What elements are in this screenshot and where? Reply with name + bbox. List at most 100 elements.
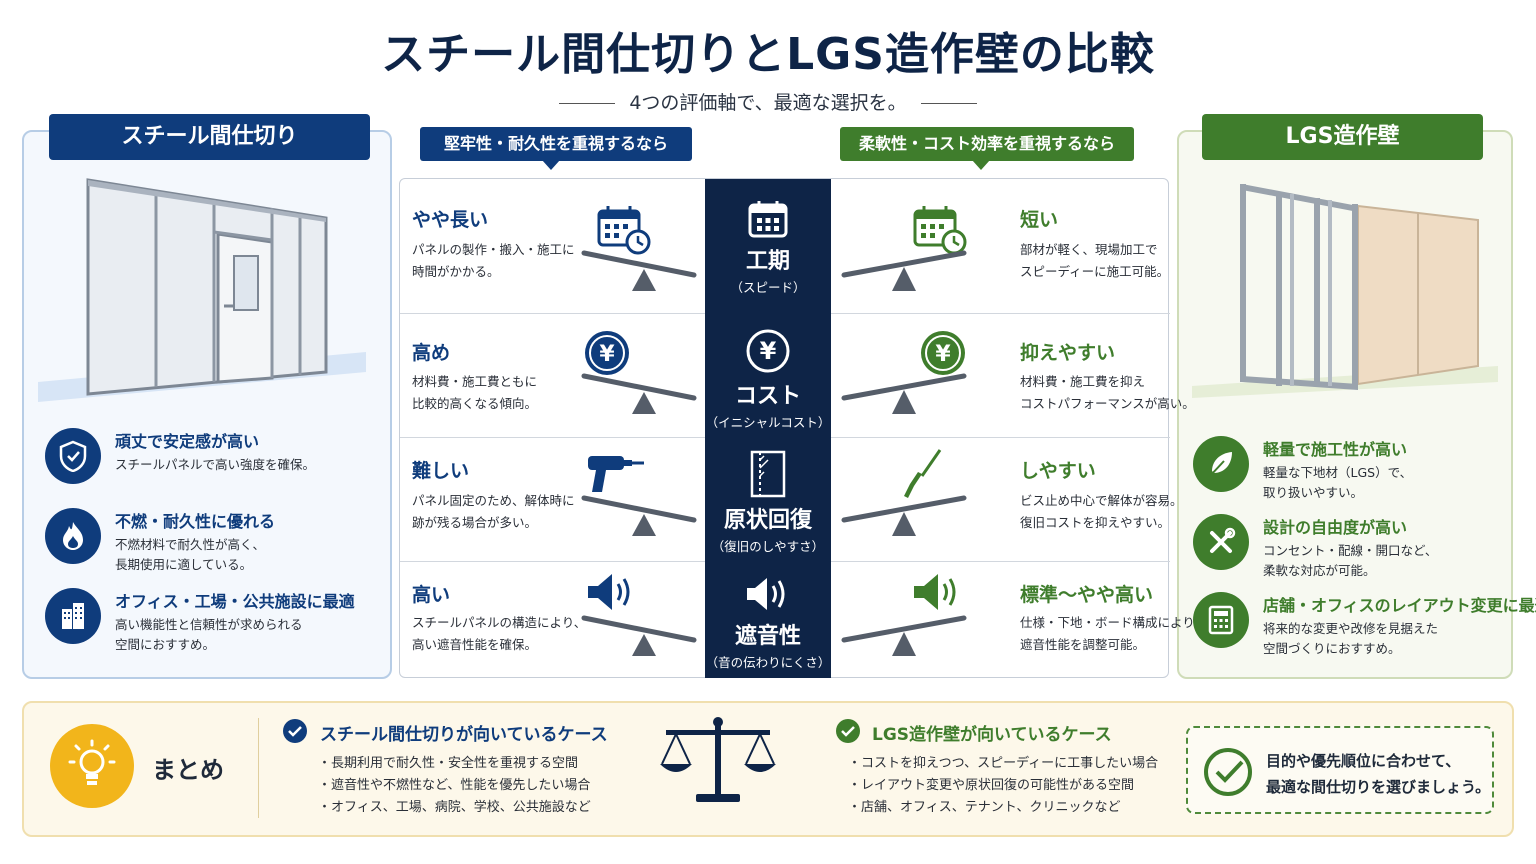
steel-rating: 難しい <box>412 460 470 482</box>
criterion-restoration: 原状回復 （復旧のしやすさ） <box>705 438 831 562</box>
seesaw-icon <box>581 250 697 291</box>
steel-case-item: ・長期利用で耐久性・安全性を重視する空間 <box>318 756 579 771</box>
lgs-rating: 短い <box>1020 209 1059 231</box>
summary-divider <box>258 718 259 818</box>
steel-feature-title: オフィス・工場・公共施設に最適 <box>115 592 355 611</box>
steel-rating: 高い <box>412 584 451 606</box>
criterion-name: 工期 <box>745 249 790 274</box>
lgs-case-item: ・店舗、オフィス、テナント、クリニックなど <box>848 800 1121 815</box>
lgs-case-item: ・コストを抑えつつ、スピーディーに工事したい場合 <box>848 756 1159 771</box>
lgs-feature-desc: コンセント・配線・開口など、 <box>1263 543 1438 558</box>
steel-feature-1: 頑丈で安定感が高い スチールパネルで高い強度を確保。 <box>45 428 375 498</box>
calculator-icon <box>1193 592 1249 648</box>
drill-icon <box>588 456 644 492</box>
summary-label: まとめ <box>152 756 224 784</box>
criterion-sub: （音の伝わりにくさ） <box>705 655 831 670</box>
final-advice-line: 最適な間仕切りを選びましょう。 <box>1266 778 1491 796</box>
steel-rating-desc: パネルの製作・搬入・施工に <box>412 242 575 257</box>
lgs-priority-tag: 柔軟性・コスト効率を重視するなら <box>840 127 1134 170</box>
criterion-sub: （復旧のしやすさ） <box>711 539 825 554</box>
door-icon <box>750 450 786 498</box>
page-subtitle: 4つの評価軸で、最適な選択を。 <box>0 88 1536 115</box>
comparison-row-cost: ¥ コスト （イニシャルコスト） 高め 材料費・施工費ともに 比較的高くなる傾向… <box>400 314 1195 438</box>
criterion-cost: ¥ コスト （イニシャルコスト） <box>705 314 831 438</box>
criterion-name: 遮音性 <box>734 624 801 649</box>
steel-feature-desc: 空間におすすめ。 <box>115 637 216 652</box>
lgs-case-item: ・レイアウト変更や原状回復の可能性がある空間 <box>848 778 1135 793</box>
criterion-name: 原状回復 <box>723 508 812 533</box>
steel-feature-2: 不燃・耐久性に優れる 不燃材料で耐久性が高く、 長期使用に適している。 <box>45 508 375 578</box>
lgs-panel-heading: LGS造作壁 <box>1202 114 1483 160</box>
steel-feature-desc: 不燃材料で耐久性が高く、 <box>115 537 266 552</box>
lgs-feature-desc: 空間づくりにおすすめ。 <box>1263 641 1401 656</box>
steel-rating-desc: 比較的高くなる傾向。 <box>412 396 538 411</box>
calendar-icon <box>748 201 788 238</box>
lgs-rating-desc: ビス止め中心で解体が容易。 <box>1020 493 1183 508</box>
steel-feature-title: 頑丈で安定感が高い <box>115 432 260 451</box>
lgs-case-title: LGS造作壁が向いているケース <box>872 725 1112 745</box>
seesaw-icon <box>581 615 697 656</box>
speaker-icon <box>747 578 785 610</box>
lgs-rating: 標準〜やや高い <box>1020 584 1154 606</box>
yen-coin-icon: ¥ <box>585 331 629 375</box>
lgs-feature-title: 軽量で施工性が高い <box>1263 440 1408 459</box>
steel-case-title: スチール間仕切りが向いているケース <box>320 725 608 745</box>
criterion-name: コスト <box>734 384 801 409</box>
speaker-icon <box>588 574 630 610</box>
subtitle-rule-right <box>920 103 977 104</box>
lgs-feature-title: 設計の自由度が高い <box>1263 518 1408 537</box>
seesaw-icon <box>841 615 967 656</box>
check-circle-icon <box>836 719 860 743</box>
steel-rating-desc: 材料費・施工費ともに <box>412 374 538 389</box>
steel-rating-desc: 時間がかかる。 <box>412 264 500 279</box>
lgs-rating-desc: 仕様・下地・ボード構成により <box>1020 615 1195 630</box>
steel-feature-desc: スチールパネルで高い強度を確保。 <box>115 457 316 472</box>
comparison-row-restoration: 原状回復 （復旧のしやすさ） 難しい パネル固定のため、解体時に 跡が残る場合が… <box>400 438 1183 562</box>
lgs-rating-desc: 遮音性能を調整可能。 <box>1020 637 1146 652</box>
shield-icon <box>45 428 101 484</box>
check-circle-icon <box>283 719 307 743</box>
feather-icon <box>1193 436 1249 492</box>
page-title: スチール間仕切りとLGS造作壁の比較 <box>381 29 1155 80</box>
tools-icon <box>1193 514 1249 570</box>
seesaw-icon <box>841 250 967 291</box>
steel-feature-title: 不燃・耐久性に優れる <box>115 512 276 531</box>
screwdriver-icon <box>904 449 942 498</box>
steel-rating-desc: 跡が残る場合が多い。 <box>412 515 538 530</box>
lgs-rating-desc: 復旧コストを抑えやすい。 <box>1020 515 1171 530</box>
svg-text:¥: ¥ <box>599 342 615 367</box>
steel-rating-desc: パネル固定のため、解体時に <box>412 493 575 508</box>
flame-icon <box>45 508 101 564</box>
lgs-rating-desc: スピーディーに施工可能。 <box>1020 264 1170 279</box>
subtitle-rule-left <box>559 103 616 104</box>
steel-rating-desc: 高い遮音性能を確保。 <box>412 637 538 652</box>
criterion-sub: （イニシャルコスト） <box>705 415 831 430</box>
lgs-rating: 抑えやすい <box>1020 342 1116 364</box>
check-circle-icon <box>1204 748 1252 796</box>
svg-text:¥: ¥ <box>935 342 951 367</box>
lgs-feature-desc: 取り扱いやすい。 <box>1263 485 1364 500</box>
comparison-table: 工期 （スピード） やや長い パネルの製作・搬入・施工に 時間がかかる。 短い … <box>399 178 1195 678</box>
tag-arrow <box>972 160 991 170</box>
steel-case-item: ・遮音性や不燃性など、性能を優先したい場合 <box>318 778 591 793</box>
seesaw-icon <box>581 495 697 536</box>
yen-coin-icon: ¥ <box>921 331 965 375</box>
balance-scale-icon <box>660 717 776 802</box>
tag-arrow <box>541 160 560 170</box>
lgs-feature-title: 店舗・オフィスのレイアウト変更に最適 <box>1263 596 1536 615</box>
lgs-feature-desc: 軽量な下地材（LGS）で、 <box>1263 465 1413 480</box>
steel-rating-desc: スチールパネルの構造により、 <box>412 615 587 630</box>
final-advice-box: 目的や優先順位に合わせて、 最適な間仕切りを選びましょう。 <box>1186 726 1494 814</box>
lgs-rating-desc: コストパフォーマンスが高い。 <box>1020 396 1195 411</box>
final-advice-line: 目的や優先順位に合わせて、 <box>1266 752 1461 770</box>
steel-feature-desc: 長期使用に適している。 <box>115 557 253 572</box>
seesaw-icon <box>581 373 697 414</box>
speaker-icon <box>914 574 956 610</box>
steel-feature-desc: 高い機能性と信頼性が求められる <box>115 617 303 632</box>
calendar-clock-icon <box>913 206 967 255</box>
svg-text:¥: ¥ <box>760 337 777 365</box>
building-icon <box>45 588 101 644</box>
steel-priority-tag-label: 堅牢性・耐久性を重視するなら <box>443 134 668 153</box>
comparison-row-schedule: 工期 （スピード） やや長い パネルの製作・搬入・施工に 時間がかかる。 短い … <box>400 179 1170 314</box>
steel-case-item: ・オフィス、工場、病院、学校、公共施設など <box>318 800 591 815</box>
